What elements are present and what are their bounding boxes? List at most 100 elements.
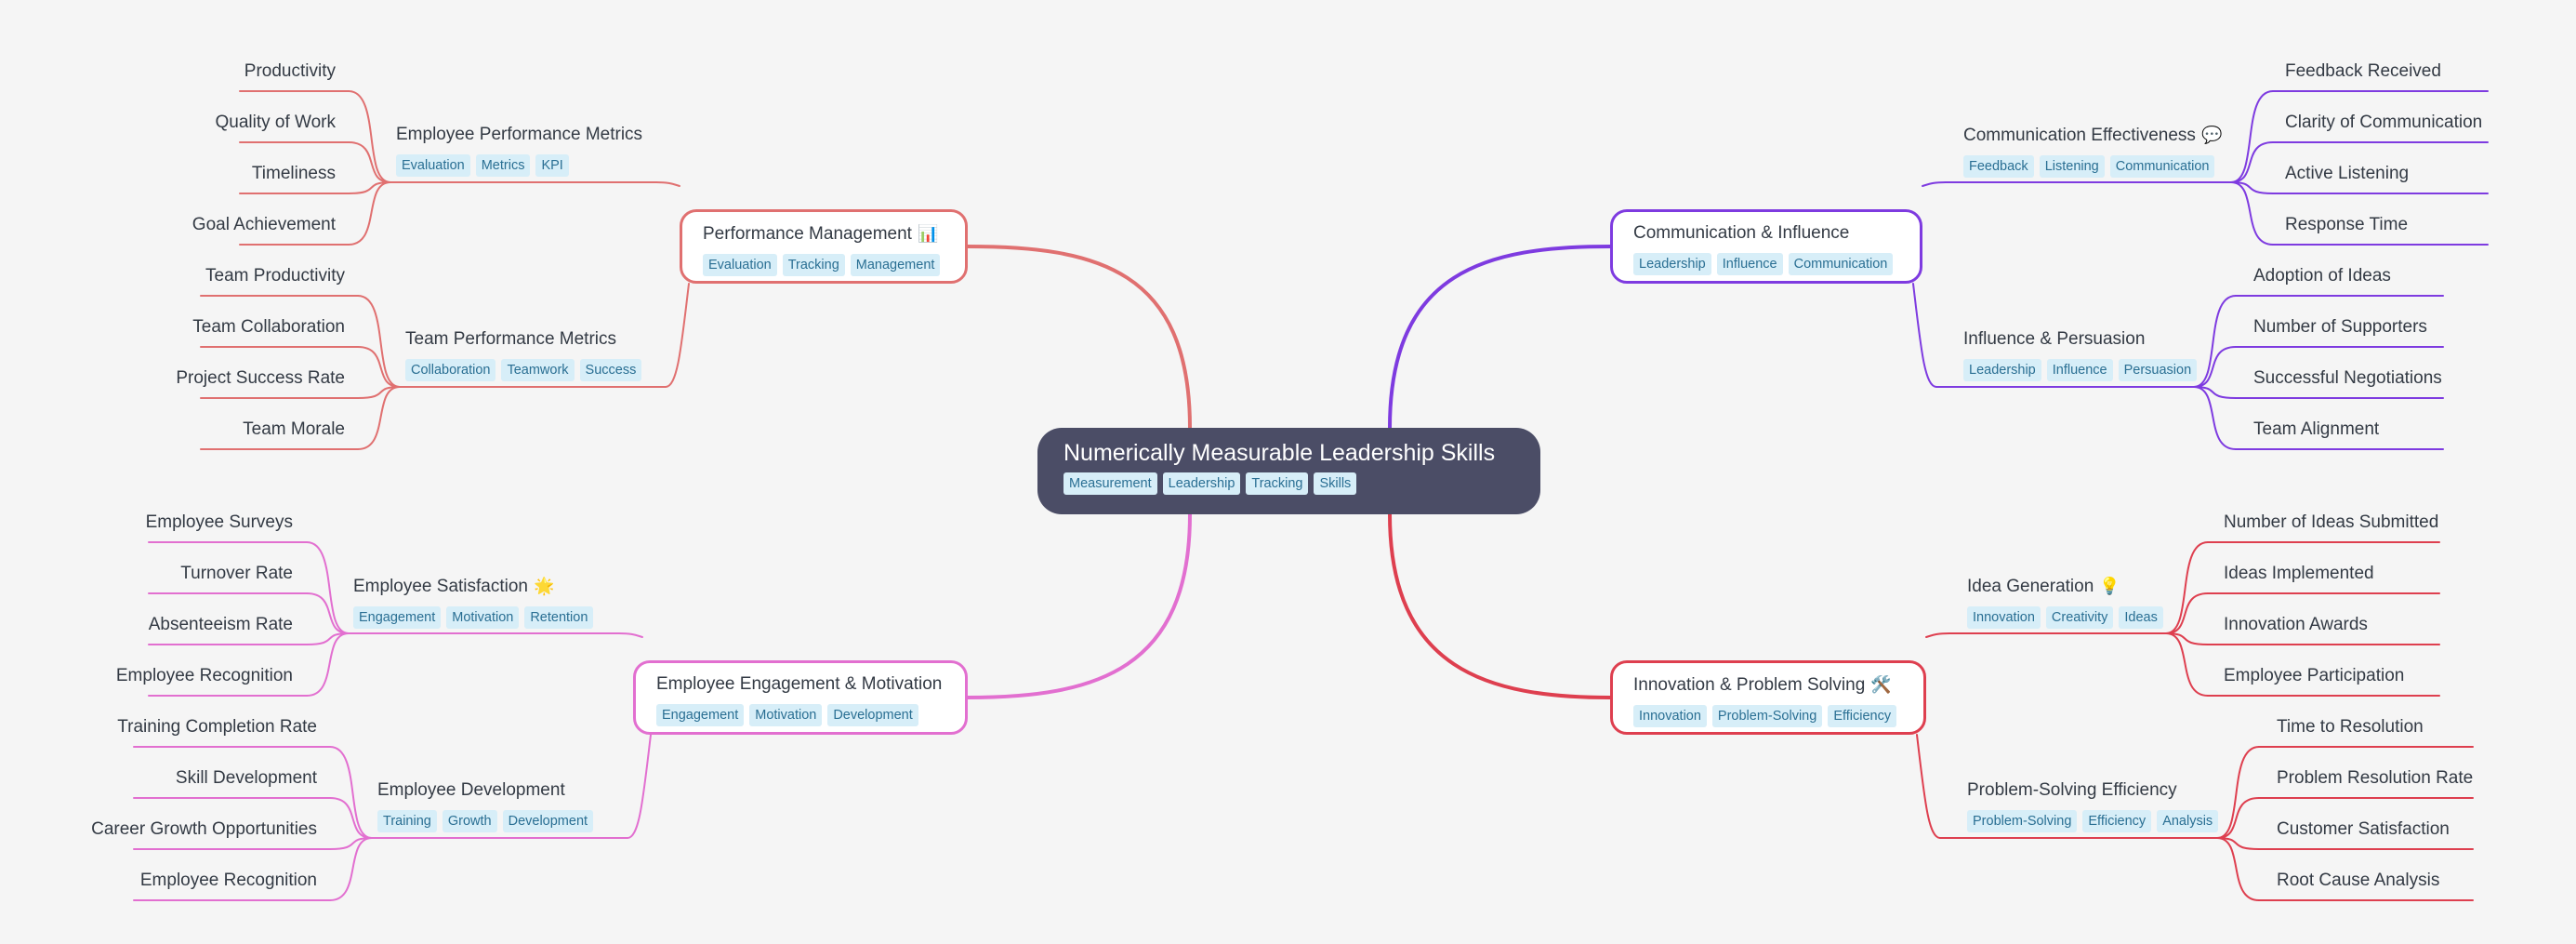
leaf-customer-satisfaction[interactable]: Customer Satisfaction bbox=[2277, 819, 2450, 839]
leaf-skill-development[interactable]: Skill Development bbox=[175, 768, 317, 788]
leaf-successful-negotiations[interactable]: Successful Negotiations bbox=[2253, 368, 2442, 388]
tag: Success bbox=[579, 359, 642, 381]
leaf-number-of-supporters[interactable]: Number of Supporters bbox=[2253, 317, 2427, 337]
connector-emp-perf-leaf-0 bbox=[348, 90, 391, 183]
connector-team-perf-leaf-0 bbox=[357, 295, 401, 388]
tag: Leadership bbox=[1963, 359, 2041, 381]
connector-influence-sub bbox=[1912, 283, 1937, 388]
branch-performance-management[interactable]: Performance Management 📊 Evaluation Track… bbox=[680, 209, 968, 284]
leaf-turnover-rate[interactable]: Turnover Rate bbox=[180, 564, 293, 583]
leaf-clarity-of-communication[interactable]: Clarity of Communication bbox=[2285, 113, 2483, 132]
leaf-timeliness[interactable]: Timeliness bbox=[251, 164, 336, 183]
connector-influence-leaf-1 bbox=[2193, 346, 2237, 388]
branch-employee-engagement-motivation[interactable]: Employee Engagement & Motivation Engagem… bbox=[633, 660, 968, 735]
subtopic-employee-performance-metrics[interactable]: Employee Performance Metrics Evaluation … bbox=[396, 123, 642, 177]
leaf-innovation-awards[interactable]: Innovation Awards bbox=[2224, 615, 2368, 634]
subtopic-team-performance-metrics[interactable]: Team Performance Metrics Collaboration T… bbox=[405, 327, 642, 381]
leaf-employee-recognition[interactable]: Employee Recognition bbox=[115, 666, 293, 685]
connector-emp-perf-leaf-3 bbox=[348, 181, 391, 246]
tag: Engagement bbox=[656, 704, 745, 726]
leaf-absenteeism-rate[interactable]: Absenteeism Rate bbox=[148, 615, 293, 634]
tag: Measurement bbox=[1063, 472, 1157, 495]
subtopic-influence-persuasion[interactable]: Influence & Persuasion Leadership Influe… bbox=[1963, 327, 2198, 381]
leaf-root-cause-analysis[interactable]: Root Cause Analysis bbox=[2277, 871, 2440, 890]
connector-central-innovation bbox=[1388, 512, 1612, 699]
subtopic-employee-satisfaction[interactable]: Employee Satisfaction🌟 Engagement Motiva… bbox=[353, 574, 594, 629]
tag: Motivation bbox=[446, 606, 520, 629]
leaf-team-alignment[interactable]: Team Alignment bbox=[2253, 419, 2380, 439]
branch-title: Performance Management bbox=[703, 224, 912, 244]
leaf-response-time[interactable]: Response Time bbox=[2285, 215, 2409, 234]
bar-chart-icon: 📊 bbox=[917, 224, 939, 243]
connector-idea-gen-sub bbox=[1925, 632, 1950, 638]
lightbulb-icon: 💡 bbox=[2099, 577, 2120, 595]
leaf-quality-of-work[interactable]: Quality of Work bbox=[215, 113, 336, 132]
leaf-employee-participation[interactable]: Employee Participation bbox=[2224, 666, 2405, 685]
branch-communication-influence[interactable]: Communication & Influence Leadership Inf… bbox=[1610, 209, 1922, 284]
branch-innovation-problem-solving[interactable]: Innovation & Problem Solving🛠️ Innovatio… bbox=[1610, 660, 1926, 735]
tag: Teamwork bbox=[501, 359, 575, 381]
connector-emp-dev-leaf-3 bbox=[329, 837, 373, 901]
tag: Feedback bbox=[1963, 155, 2034, 178]
connector-emp-sat-sub bbox=[618, 632, 643, 638]
tag: Ideas bbox=[2119, 606, 2163, 629]
tag: Influence bbox=[1716, 253, 1783, 275]
tag: Leadership bbox=[1162, 472, 1241, 495]
tag: Evaluation bbox=[396, 154, 470, 177]
leaf-training-completion-rate[interactable]: Training Completion Rate bbox=[117, 717, 317, 737]
subtopic-idea-generation[interactable]: Idea Generation💡 Innovation Creativity I… bbox=[1967, 574, 2163, 629]
connector-comm-eff-leaf-3 bbox=[2230, 181, 2274, 246]
tag: Collaboration bbox=[405, 359, 496, 381]
tag: KPI bbox=[535, 154, 569, 177]
connector-team-perf-sub bbox=[665, 283, 690, 388]
subtopic-communication-effectiveness[interactable]: Communication Effectiveness💬 Feedback Li… bbox=[1963, 123, 2222, 178]
connector-comm-eff-leaf-0 bbox=[2230, 90, 2274, 183]
leaf-team-morale[interactable]: Team Morale bbox=[243, 419, 345, 439]
tag: Metrics bbox=[475, 154, 531, 177]
connector-emp-perf-sub bbox=[655, 181, 680, 187]
connector-emp-sat-leaf-1 bbox=[306, 592, 350, 634]
leaf-problem-resolution-rate[interactable]: Problem Resolution Rate bbox=[2277, 768, 2474, 788]
tag: Engagement bbox=[353, 606, 442, 629]
leaf-feedback-received[interactable]: Feedback Received bbox=[2285, 61, 2441, 81]
branch-title: Communication & Influence bbox=[1633, 223, 1850, 243]
leaf-productivity[interactable]: Productivity bbox=[244, 61, 336, 81]
connector-central-communication bbox=[1388, 245, 1612, 430]
connector-prob-solve-leaf-0 bbox=[2216, 746, 2260, 839]
leaf-career-growth-opportunities[interactable]: Career Growth Opportunities bbox=[91, 819, 317, 839]
leaf-adoption-of-ideas[interactable]: Adoption of Ideas bbox=[2253, 266, 2391, 286]
tag: Communication bbox=[1788, 253, 1894, 275]
tag: Tracking bbox=[782, 254, 845, 276]
tag: Growth bbox=[442, 810, 497, 832]
connector-emp-dev-leaf-0 bbox=[329, 746, 373, 839]
subtopic-problem-solving-efficiency[interactable]: Problem-Solving Efficiency Problem-Solvi… bbox=[1967, 778, 2219, 832]
leaf-active-listening[interactable]: Active Listening bbox=[2285, 164, 2410, 183]
tag: Communication bbox=[2109, 155, 2215, 178]
tag: Analysis bbox=[2157, 810, 2219, 832]
leaf-number-of-ideas-submitted[interactable]: Number of Ideas Submitted bbox=[2224, 512, 2439, 532]
tag: Motivation bbox=[749, 704, 823, 726]
subtopic-employee-development[interactable]: Employee Development Training Growth Dev… bbox=[377, 778, 594, 832]
leaf-ideas-implemented[interactable]: Ideas Implemented bbox=[2224, 564, 2374, 583]
connector-influence-leaf-2 bbox=[2193, 386, 2237, 399]
leaf-team-productivity[interactable]: Team Productivity bbox=[205, 266, 345, 286]
connector-team-perf-leaf-1 bbox=[357, 346, 401, 388]
central-topic-title: Numerically Measurable Leadership Skills bbox=[1063, 440, 1496, 466]
leaf-project-success-rate[interactable]: Project Success Rate bbox=[176, 368, 345, 388]
connector-influence-leaf-0 bbox=[2193, 295, 2237, 388]
connector-prob-solve-leaf-1 bbox=[2216, 797, 2260, 839]
leaf-time-to-resolution[interactable]: Time to Resolution bbox=[2277, 717, 2424, 737]
connector-comm-eff-leaf-2 bbox=[2230, 181, 2274, 194]
tag: Evaluation bbox=[703, 254, 777, 276]
leaf-employee-surveys[interactable]: Employee Surveys bbox=[145, 512, 293, 532]
connector-central-performance bbox=[966, 245, 1192, 430]
leaf-goal-achievement[interactable]: Goal Achievement bbox=[192, 215, 336, 234]
tag: Development bbox=[827, 704, 918, 726]
tag: Retention bbox=[524, 606, 594, 629]
central-topic[interactable]: Numerically Measurable Leadership Skills… bbox=[1037, 428, 1540, 514]
leaf-employee-recognition-dev[interactable]: Employee Recognition bbox=[139, 871, 317, 890]
tag: Problem-Solving bbox=[1967, 810, 2078, 832]
leaf-team-collaboration[interactable]: Team Collaboration bbox=[192, 317, 345, 337]
tag: Persuasion bbox=[2118, 359, 2198, 381]
